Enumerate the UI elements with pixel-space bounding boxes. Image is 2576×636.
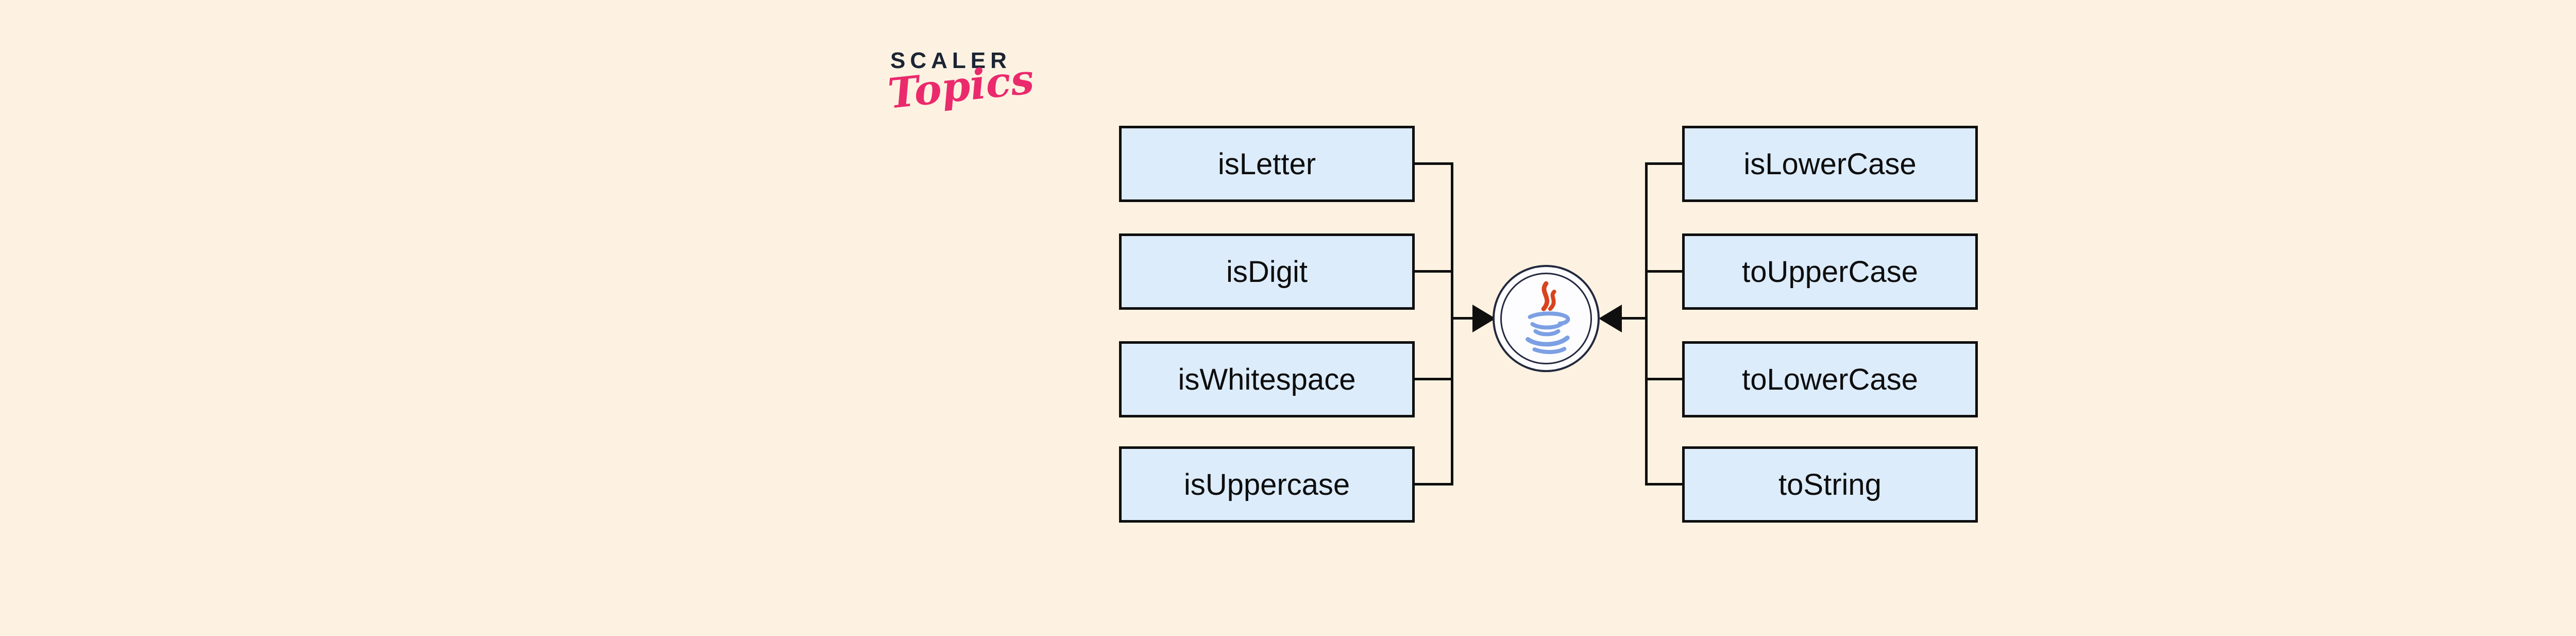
connector-stub-touppercase xyxy=(1645,270,1685,273)
connector-stub-isdigit xyxy=(1415,270,1453,273)
connector-stub-isuppercase xyxy=(1415,483,1453,486)
connector-right-vertical xyxy=(1645,162,1648,486)
arrow-left-shaft xyxy=(1451,317,1477,320)
connector-left-vertical xyxy=(1451,162,1453,486)
connector-stub-isletter xyxy=(1415,162,1453,165)
connector-stub-iswhitespace xyxy=(1415,378,1453,380)
arrow-right-head-icon xyxy=(1599,305,1622,332)
method-box-islowercase: isLowerCase xyxy=(1682,126,1978,202)
connector-stub-tolowercase xyxy=(1645,378,1685,380)
java-logo-icon xyxy=(1526,281,1570,354)
connector-stub-tostring xyxy=(1645,483,1685,486)
method-box-iswhitespace: isWhitespace xyxy=(1119,341,1415,417)
method-box-isuppercase: isUppercase xyxy=(1119,446,1415,523)
brand-name: SCALER xyxy=(890,48,1011,73)
method-box-tolowercase: toLowerCase xyxy=(1682,341,1978,417)
method-box-isdigit: isDigit xyxy=(1119,233,1415,310)
java-logo-circle xyxy=(1493,265,1600,372)
method-box-touppercase: toUpperCase xyxy=(1682,233,1978,310)
connector-stub-islowercase xyxy=(1645,162,1685,165)
java-logo-inner-ring xyxy=(1500,273,1592,364)
method-box-isletter: isLetter xyxy=(1119,126,1415,202)
scaler-topics-logo: SCALER Topics xyxy=(886,48,1036,118)
method-box-tostring: toString xyxy=(1682,446,1978,523)
arrow-right-shaft xyxy=(1621,317,1648,320)
arrow-left-head-icon xyxy=(1472,305,1496,332)
brand-sub-name: Topics xyxy=(886,54,1037,118)
